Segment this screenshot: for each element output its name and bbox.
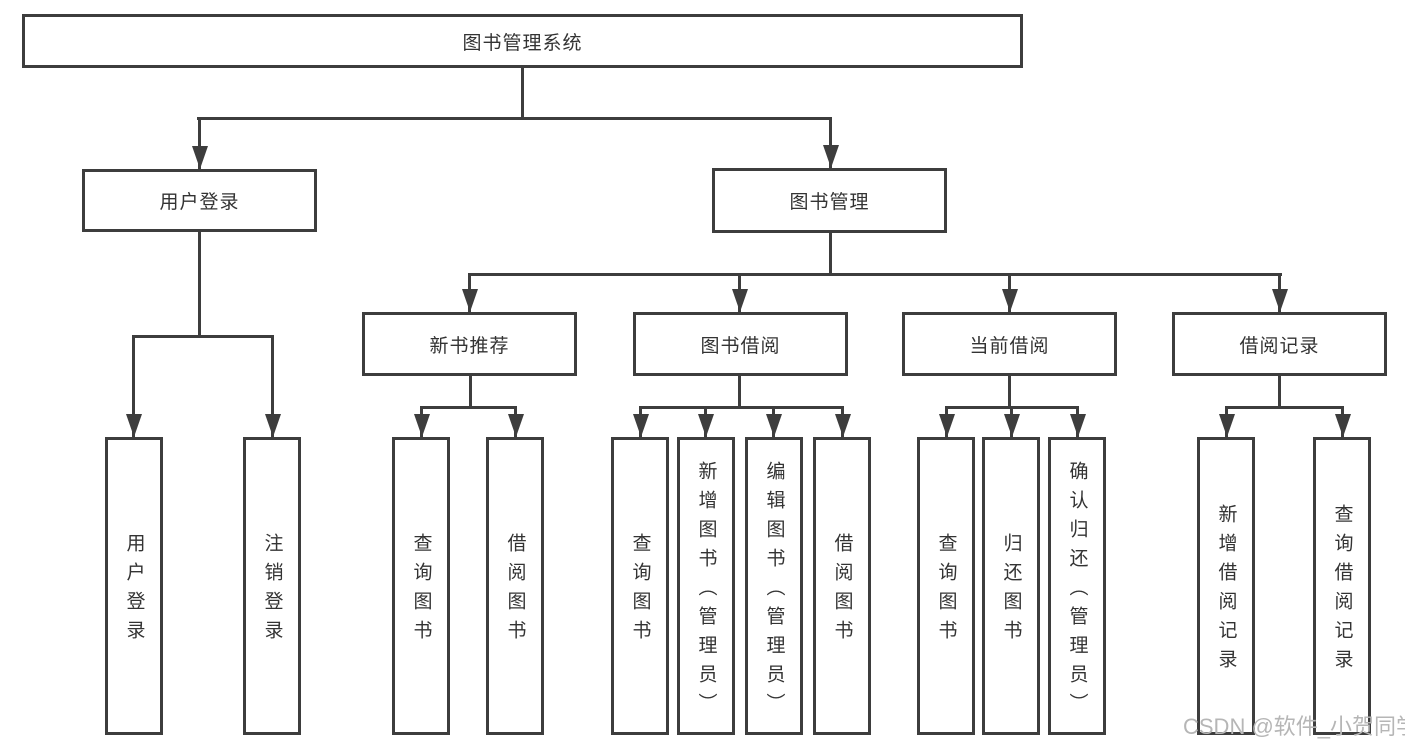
leaf-add-borrow-record-label: 新增借阅记录 <box>1215 504 1237 678</box>
leaf-query-books-recommend-label: 查询图书 <box>410 533 432 649</box>
node-new-book-recommend: 新书推荐 <box>362 312 577 376</box>
connector-line <box>420 406 517 409</box>
leaf-logout: 注销登录 <box>243 437 301 735</box>
node-book-management-label: 图书管理 <box>789 192 870 213</box>
node-borrow-records-label: 借阅记录 <box>1239 335 1320 357</box>
leaf-query-books-current: 查询图书 <box>917 437 975 735</box>
connector-line <box>468 273 1282 276</box>
connector-line <box>132 335 274 338</box>
connector-arrow <box>841 406 844 437</box>
leaf-query-books-recommend: 查询图书 <box>392 437 450 735</box>
node-user-login: 用户登录 <box>82 169 317 232</box>
connector-line <box>738 376 741 407</box>
connector-arrow <box>198 117 201 169</box>
leaf-confirm-return-admin-label: 确认归还（管理员） <box>1066 460 1088 722</box>
connector-arrow <box>945 406 948 437</box>
leaf-logout-label: 注销登录 <box>261 533 283 649</box>
watermark: CSDN @软件_小贺同学 <box>1183 714 1405 739</box>
node-new-book-recommend-label: 新书推荐 <box>429 335 510 357</box>
leaf-add-books-admin: 新增图书（管理员） <box>677 437 735 735</box>
leaf-user-login-label: 用户登录 <box>123 533 145 649</box>
leaf-borrow-books-recommend: 借阅图书 <box>486 437 544 735</box>
connector-arrow <box>468 273 471 312</box>
connector-arrow <box>1225 406 1228 437</box>
connector-arrow <box>420 406 423 437</box>
node-current-borrow: 当前借阅 <box>902 312 1117 376</box>
connector-line <box>521 68 524 118</box>
leaf-edit-books-admin: 编辑图书（管理员） <box>745 437 803 735</box>
connector-arrow <box>1278 273 1281 312</box>
node-book-borrow: 图书借阅 <box>633 312 848 376</box>
connector-line <box>639 406 844 409</box>
connector-line <box>1225 406 1343 409</box>
node-book-management: 图书管理 <box>712 168 947 233</box>
leaf-add-borrow-record: 新增借阅记录 <box>1197 437 1255 735</box>
leaf-return-books: 归还图书 <box>982 437 1040 735</box>
leaf-query-books-borrow-label: 查询图书 <box>629 533 651 649</box>
connector-arrow <box>829 117 832 168</box>
connector-arrow <box>132 335 135 437</box>
connector-line <box>198 232 201 335</box>
connector-arrow <box>1010 406 1013 437</box>
leaf-add-books-admin-label: 新增图书（管理员） <box>695 460 717 722</box>
node-root-label: 图书管理系统 <box>462 32 583 54</box>
connector-line <box>1278 376 1281 407</box>
node-borrow-records: 借阅记录 <box>1172 312 1387 376</box>
leaf-borrow-books: 借阅图书 <box>813 437 871 735</box>
leaf-query-books-borrow: 查询图书 <box>611 437 669 735</box>
connector-arrow <box>1008 273 1011 312</box>
leaf-query-books-current-label: 查询图书 <box>935 533 957 649</box>
node-root: 图书管理系统 <box>22 14 1023 68</box>
connector-line <box>829 233 832 273</box>
connector-line <box>469 376 472 407</box>
leaf-borrow-books-label: 借阅图书 <box>831 533 853 649</box>
leaf-query-borrow-record-label: 查询借阅记录 <box>1331 504 1353 678</box>
leaf-edit-books-admin-label: 编辑图书（管理员） <box>763 460 785 722</box>
connector-arrow <box>271 335 274 437</box>
connector-arrow <box>1341 406 1344 437</box>
node-current-borrow-label: 当前借阅 <box>969 335 1050 357</box>
connector-arrow <box>738 273 741 312</box>
node-book-borrow-label: 图书借阅 <box>700 335 781 357</box>
connector-line <box>1008 376 1011 407</box>
connector-arrow <box>514 406 517 437</box>
connector-arrow <box>1076 406 1079 437</box>
connector-line <box>197 117 831 120</box>
leaf-borrow-books-recommend-label: 借阅图书 <box>504 533 526 649</box>
leaf-return-books-label: 归还图书 <box>1000 533 1022 649</box>
leaf-confirm-return-admin: 确认归还（管理员） <box>1048 437 1106 735</box>
node-user-login-label: 用户登录 <box>159 192 240 213</box>
connector-arrow <box>772 406 775 437</box>
connector-arrow <box>704 406 707 437</box>
connector-arrow <box>639 406 642 437</box>
leaf-query-borrow-record: 查询借阅记录 <box>1313 437 1371 735</box>
leaf-user-login: 用户登录 <box>105 437 163 735</box>
